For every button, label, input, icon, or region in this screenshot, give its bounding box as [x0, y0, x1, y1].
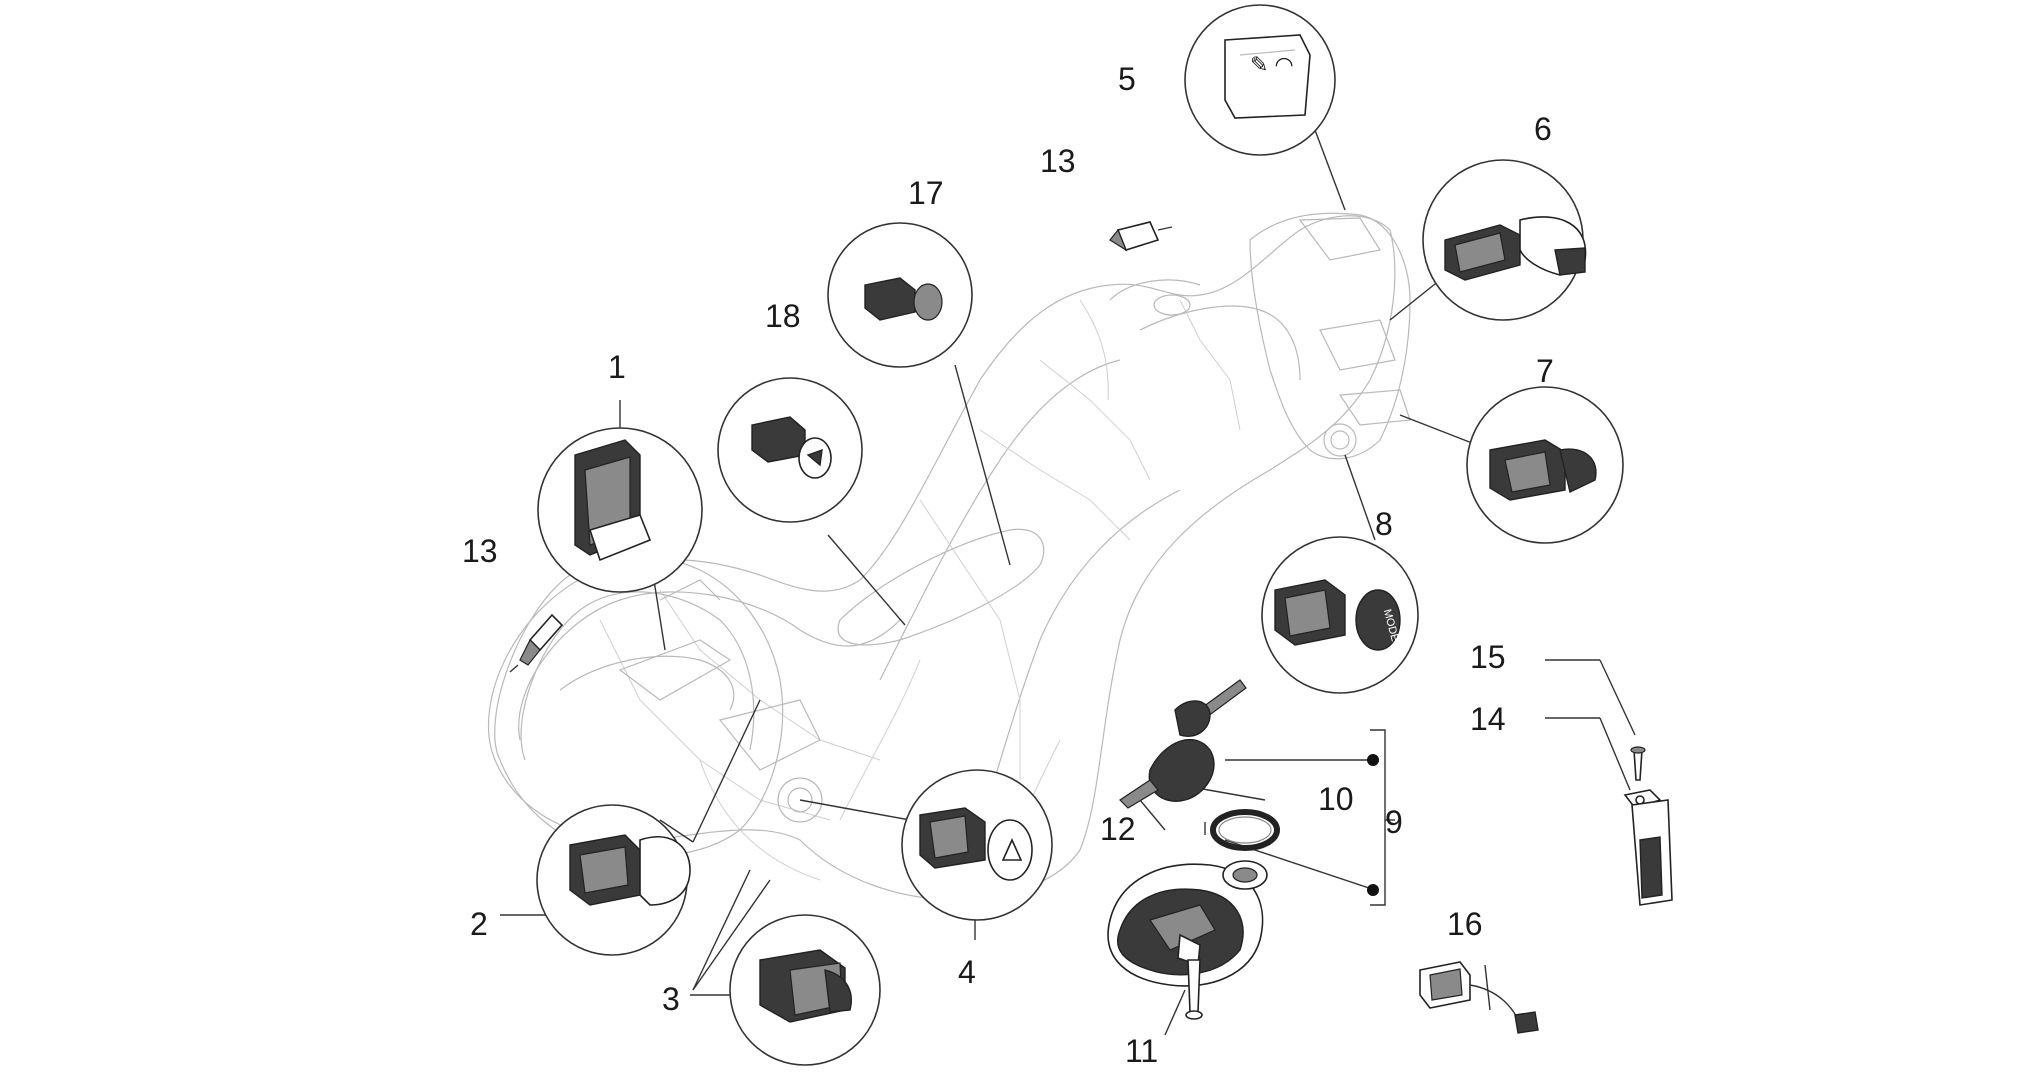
bracket-dot-top	[1367, 754, 1379, 766]
left-switch-housing	[494, 555, 823, 857]
label-3: 3	[662, 981, 680, 1017]
label-9: 9	[1385, 804, 1403, 840]
part-13-bulb-top	[1109, 221, 1173, 252]
label-8: 8	[1375, 506, 1393, 542]
callout-4-hazard-button	[901, 769, 1053, 921]
bracket-dot-bottom	[1367, 884, 1379, 896]
callout-3-switch	[729, 914, 881, 1066]
label-4: 4	[958, 954, 976, 990]
callout-2-switch	[536, 804, 691, 956]
callout-5-switch-cap: ✎ ◠	[1184, 4, 1336, 156]
callout-17-switch	[827, 222, 973, 368]
part-9-ignition-lock	[1107, 860, 1268, 987]
part-13-bulb-left	[509, 613, 564, 673]
label-5: 5	[1118, 61, 1136, 97]
label-18: 18	[765, 298, 801, 334]
label-14: 14	[1470, 701, 1506, 737]
right-switch-housing	[1249, 212, 1411, 460]
label-17: 17	[908, 175, 944, 211]
cap-symbol: ✎ ◠	[1250, 52, 1294, 77]
callout-7-switch	[1466, 386, 1624, 544]
callout-6-switch	[1422, 159, 1587, 321]
label-11: 11	[1125, 1033, 1158, 1069]
label-15: 15	[1470, 639, 1506, 675]
part-16-sensor	[1419, 961, 1539, 1034]
part-10-keys	[1119, 679, 1247, 809]
part-11-screw	[1185, 959, 1203, 1020]
label-2: 2	[470, 906, 488, 942]
label-13-left: 13	[462, 533, 498, 569]
label-16: 16	[1447, 906, 1483, 942]
callout-18-switch	[717, 377, 863, 523]
label-13-top: 13	[1040, 143, 1076, 179]
part-12-ring	[1210, 809, 1280, 851]
label-1: 1	[608, 349, 626, 385]
handlebar-ghost-outline	[487, 215, 1396, 901]
label-10: 10	[1318, 781, 1354, 817]
callout-1-switch	[537, 427, 703, 593]
part-14-15-switch-screw	[1623, 746, 1673, 906]
number-labels: 1 2 3 4 5 6 7 8 9 10 11 12 13 13 14 15 1…	[462, 61, 1554, 1069]
label-12: 12	[1100, 811, 1136, 847]
label-7: 7	[1536, 353, 1554, 389]
label-6: 6	[1534, 111, 1552, 147]
callout-8-mode-button: MODE	[1261, 536, 1419, 694]
